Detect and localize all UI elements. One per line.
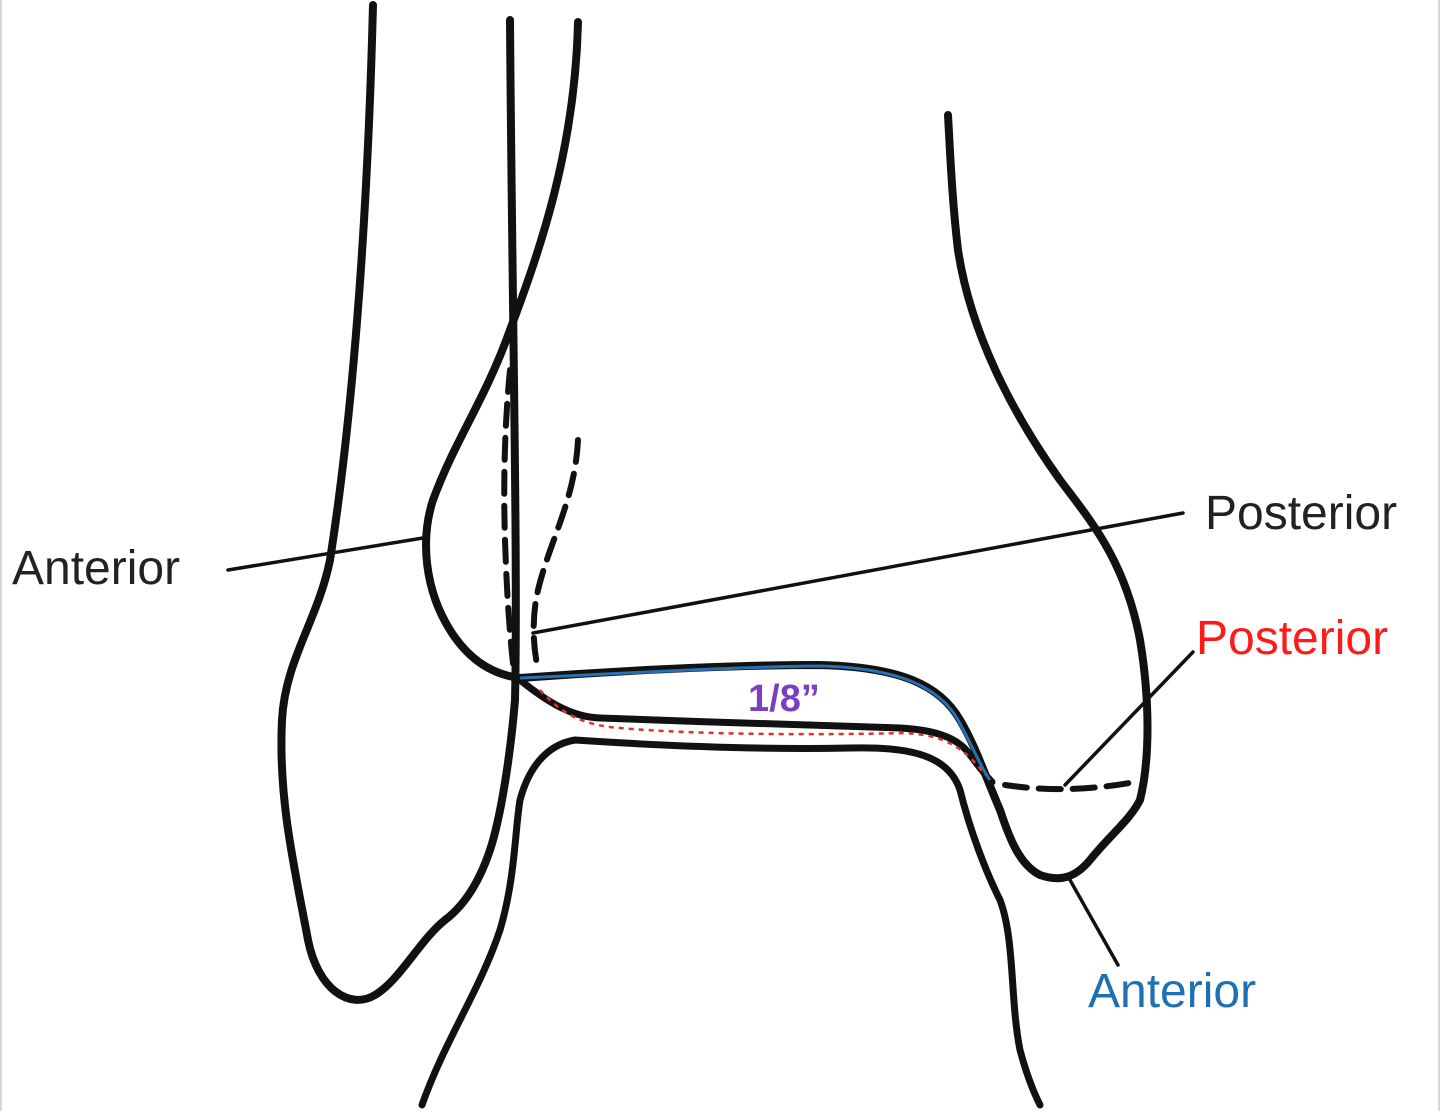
- posterior-dashed-line-right: [530, 437, 581, 673]
- joint-space-measurement: 1/8”: [748, 678, 820, 720]
- posterior-label-black: Posterior: [1205, 487, 1398, 540]
- red-posterior-contour: [539, 689, 987, 776]
- blue-anterior-contour: [519, 664, 992, 781]
- talar-dome-contour: [516, 676, 996, 786]
- leader-anterior-blue: [1068, 878, 1120, 967]
- anterior-label-left: Anterior: [12, 542, 181, 595]
- talus-outline: [418, 736, 1044, 1109]
- fibula-outline: [277, 1, 520, 1004]
- right-frame-border: [1438, 0, 1440, 1111]
- leader-posterior-black: [531, 511, 1185, 635]
- posterior-malleolus-dashed: [1002, 779, 1138, 793]
- posterior-dashed-line-left: [501, 367, 518, 683]
- leader-anterior-left: [226, 536, 425, 572]
- anterior-label-blue: Anterior: [1088, 965, 1257, 1018]
- left-frame-border: [0, 0, 2, 1111]
- posterior-label-red: Posterior: [1196, 612, 1389, 665]
- leader-posterior-red: [1063, 650, 1195, 787]
